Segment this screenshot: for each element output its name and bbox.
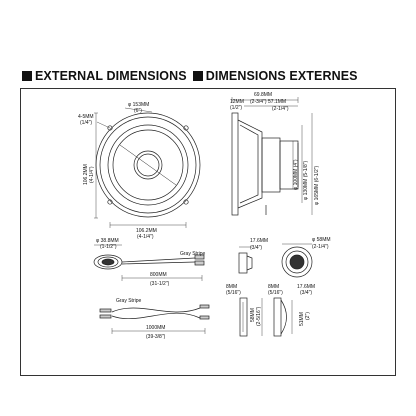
square-bullet-icon: [192, 71, 203, 81]
label-tw-8b-in: (5/16"): [268, 290, 283, 296]
label-cable-1000: 1000MM: [146, 325, 165, 331]
diagram-frame: [20, 88, 396, 376]
label-tw-dia: φ 58MM: [312, 237, 331, 243]
label-tw-depth: 17.6MM: [250, 238, 268, 244]
tweeter-mounts: [239, 297, 293, 337]
label-tw-17: 17.6MM: [297, 284, 315, 290]
label-gray-stripe-1: Gray Stripe: [180, 251, 206, 257]
label-front-dia-in: (6"): [134, 108, 142, 114]
label-gray-stripe-2: Gray Stripe: [116, 298, 142, 304]
label-tw-depth-in: (3/4"): [250, 245, 262, 251]
label-cable-800-in: (31-1/2"): [150, 281, 170, 287]
label-tw-58: 58MM: [250, 308, 256, 322]
label-hole: 4-5MM: [78, 114, 94, 120]
label-tw-dia-in: (2-1/4"): [312, 244, 329, 250]
label-height-in: (4-1/4"): [89, 166, 95, 183]
title-en: EXTERNAL DIMENSIONS: [35, 69, 187, 83]
label-xover-dia-in: (1-1/2"): [100, 244, 117, 250]
label-side-57: 57.1MM: [268, 99, 286, 105]
label-tw-8-in: (5/16"): [226, 290, 241, 296]
label-tw-51-in: (2"): [305, 312, 311, 320]
label-xover-dia: φ 38.8MM: [96, 238, 119, 244]
woofer-front-view: [94, 107, 201, 228]
label-tw-8b: 8MM: [268, 284, 279, 290]
tweeter-views: [238, 243, 313, 278]
dimension-labels: φ 153MM (6") 4-5MM (1/4") 106.2MM (4-1/4…: [78, 92, 331, 340]
label-tw-17-in: (3/4"): [300, 290, 312, 296]
label-tw-58-in: (2-5/16"): [256, 306, 262, 326]
label-side-57-in: (2-1/4"): [272, 106, 289, 112]
label-dia-130: φ 130MM (5-1/8"): [303, 160, 309, 200]
label-dia-100: φ 100MM (4"): [293, 159, 299, 190]
section-header: EXTERNAL DIMENSIONS DIMENSIONS EXTERNES: [22, 68, 402, 84]
label-cable-1000-in: (39-3/8"): [146, 334, 166, 340]
label-side-depth-in: (2-3/4"): [250, 99, 267, 105]
square-bullet-icon: [22, 71, 32, 81]
label-width-in: (4-1/4"): [137, 234, 154, 240]
cable-1000: [99, 304, 210, 334]
title-fr: DIMENSIONS EXTERNES: [205, 69, 358, 83]
label-side-12: 12MM: [230, 99, 244, 105]
label-height: 106.2MM: [83, 164, 89, 185]
label-front-dia: φ 153MM: [128, 102, 149, 108]
woofer-side-view: [231, 97, 313, 216]
label-dia-165: φ 165MM (6-1/2"): [314, 165, 320, 205]
label-cable-800: 800MM: [150, 272, 167, 278]
tweeter-cable-800: [93, 244, 205, 281]
header-fr: DIMENSIONS EXTERNES: [192, 69, 358, 83]
label-width: 106.2MM: [136, 228, 157, 234]
label-side-depth: 69.8MM: [254, 92, 272, 98]
header-en: EXTERNAL DIMENSIONS: [22, 69, 187, 83]
label-side-12-in: (1/2"): [230, 105, 242, 111]
label-tw-51: 51MM: [299, 312, 305, 326]
label-tw-8: 8MM: [226, 284, 237, 290]
label-hole-in: (1/4"): [80, 120, 92, 126]
